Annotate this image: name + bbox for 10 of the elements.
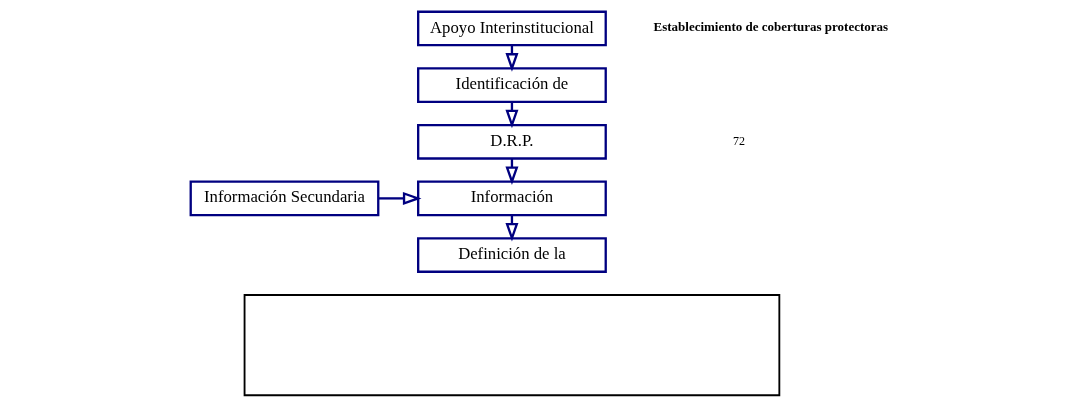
label: Establecimiento de coberturas protectoras [653, 19, 889, 34]
node-box: Identificación de [417, 67, 607, 103]
node-box: Definición de la [417, 237, 607, 273]
node-box [243, 294, 781, 397]
label: 72 [732, 133, 745, 148]
node-box: Información Secundaria [189, 180, 380, 217]
node-box: Información [417, 180, 607, 217]
node-box: D.R.P. [417, 123, 607, 160]
arrow [378, 191, 422, 205]
node-box: Apoyo Interinstitucional [417, 10, 607, 47]
